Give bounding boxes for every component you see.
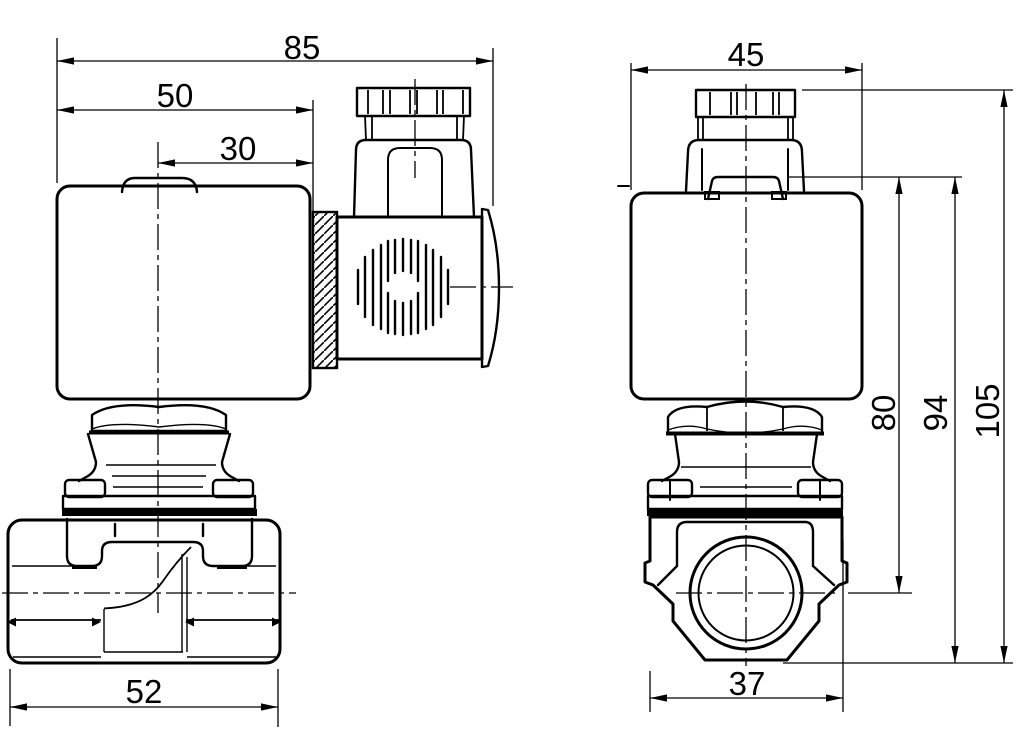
dim-30-center-offset: 30 xyxy=(158,130,313,167)
chamfer-mark xyxy=(185,617,194,627)
mounting-hatch-strip xyxy=(311,210,339,370)
dim-label-37: 37 xyxy=(729,665,766,702)
chamfer-mark xyxy=(92,617,101,627)
flange-tab-right-side xyxy=(211,478,255,499)
dim-80-height-to-port-center: 80 xyxy=(865,177,903,593)
connector-neck-inner xyxy=(387,147,443,218)
chamfer-mark xyxy=(7,617,16,627)
chamfer-mark xyxy=(272,617,281,627)
connector-end-plate xyxy=(480,207,501,369)
din-connector xyxy=(311,79,513,370)
gasket-side xyxy=(62,509,257,516)
dim-105-overall-height: 105 xyxy=(969,90,1008,663)
valve-body-side xyxy=(2,517,296,665)
side-view: 85 50 30 52 xyxy=(2,29,513,727)
dim-label-80: 80 xyxy=(865,395,902,432)
dim-37-body-width: 37 xyxy=(649,540,844,712)
dim-label-105: 105 xyxy=(969,383,1006,438)
lip-foot xyxy=(704,191,720,200)
coil-body-front xyxy=(629,191,864,401)
bonnet-side xyxy=(77,432,241,488)
connector-front xyxy=(684,88,806,201)
dim-label-85: 85 xyxy=(284,29,321,66)
dim-label-30: 30 xyxy=(220,130,257,167)
dim-45-coil-width-front: 45 xyxy=(630,36,863,190)
flange-tab-left-side xyxy=(63,478,107,499)
dim-label-52: 52 xyxy=(126,673,163,710)
dim-94-height-to-lip: 94 xyxy=(917,177,959,663)
break-line xyxy=(103,546,192,610)
coil-body-side xyxy=(55,184,312,401)
front-view: 45 37 80 94 1 xyxy=(617,36,1013,712)
lip-foot xyxy=(771,191,787,200)
vent-grille xyxy=(356,237,450,337)
dim-label-50: 50 xyxy=(157,77,194,114)
dim-label-94: 94 xyxy=(917,395,954,432)
dim-50-coil-width: 50 xyxy=(57,77,314,212)
cable-gland-nut xyxy=(355,86,472,118)
connector-neck xyxy=(352,138,476,219)
dim-label-45: 45 xyxy=(728,36,765,73)
dim-85-overall-width: 85 xyxy=(56,29,494,206)
hex-nut-front xyxy=(666,400,824,436)
dim-52-body-length: 52 xyxy=(9,669,279,727)
hex-nut-side xyxy=(89,404,229,435)
connector-bell xyxy=(684,138,806,193)
gasket-front xyxy=(647,509,843,516)
